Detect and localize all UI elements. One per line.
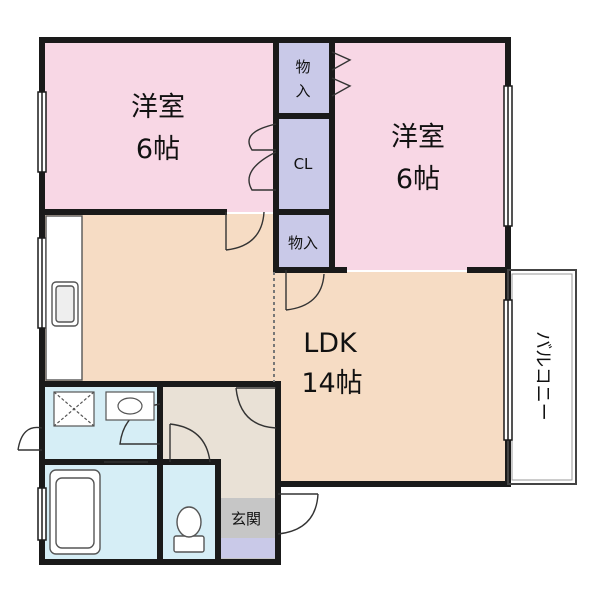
ldk-label-1: LDK	[303, 328, 358, 359]
storage-top-floor	[278, 42, 330, 116]
walls	[39, 37, 511, 565]
balcony-label: バルコニー	[532, 331, 553, 421]
toilet	[173, 506, 205, 553]
storage-mid-floor	[278, 214, 330, 270]
east-bedroom-label-2: 6帖	[396, 164, 440, 195]
entrance-label: 玄関	[231, 510, 261, 528]
closet-label: CL	[294, 155, 313, 173]
hall-floor	[162, 384, 276, 462]
west-bedroom-label-1: 洋室	[131, 92, 185, 123]
east-bedroom-label-1: 洋室	[391, 122, 445, 153]
entrance-step	[220, 538, 276, 558]
storage-top-label-1: 物	[295, 58, 310, 76]
east-bedroom-floor	[332, 42, 506, 270]
west-bedroom-label-2: 6帖	[136, 134, 180, 165]
windows	[37, 85, 513, 541]
bathtub	[49, 469, 101, 555]
closet-floor	[278, 118, 330, 210]
storage-top-label-2: 入	[295, 82, 310, 100]
hall-lower-floor	[220, 462, 276, 498]
storage-mid-label: 物入	[288, 234, 318, 252]
west-bedroom-floor	[44, 42, 276, 212]
balcony-floor	[508, 270, 576, 482]
ldk-label-2: 14帖	[301, 368, 362, 399]
ldk-floor	[276, 272, 506, 482]
washer-pan	[53, 391, 95, 427]
wash-basin	[105, 391, 155, 421]
kitchen-counter	[45, 215, 83, 381]
